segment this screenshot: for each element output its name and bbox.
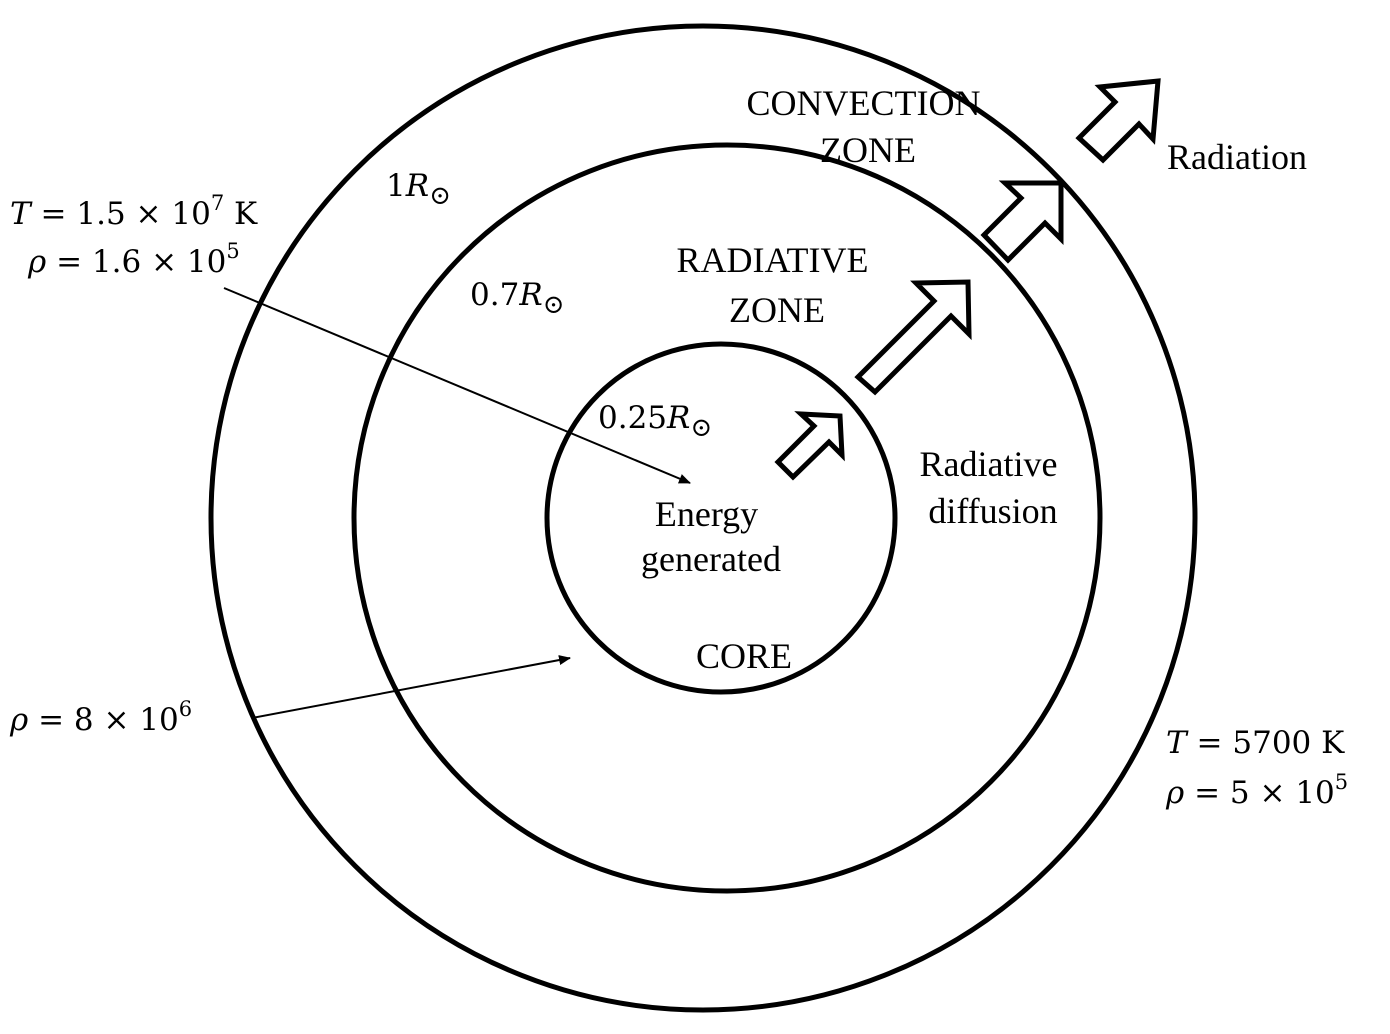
core-label: CORE <box>696 636 792 676</box>
core-temperature-label: T = 1.5 × 107 K <box>10 191 258 232</box>
surface-density-label: ρ = 5 × 105 <box>1165 770 1348 811</box>
convection-zone-label: CONVECTION ZONE <box>747 83 990 170</box>
pointer-core-conditions <box>223 287 691 484</box>
radiative-diffusion-label: Radiative diffusion <box>920 444 1067 531</box>
radius-label-inner: 0.25R⊙ <box>598 400 712 443</box>
pointer-center-density <box>251 655 571 719</box>
flow-arrow-convective <box>980 180 1064 264</box>
radiation-label: Radiation <box>1167 137 1307 177</box>
flow-arrow-core <box>774 411 845 481</box>
energy-generated-label: Energy generated <box>641 494 781 579</box>
flow-arrow-radiative <box>854 279 972 396</box>
radius-label-outer: 1R⊙ <box>386 168 451 211</box>
radiative-zone-label: RADIATIVE ZONE <box>677 240 878 330</box>
outer-ring-surface <box>208 23 1198 1013</box>
core-density-label: ρ = 1.6 × 105 <box>27 239 240 280</box>
flow-arrow-radiation <box>1075 78 1161 164</box>
middle-ring-convection-boundary <box>351 142 1103 894</box>
surface-temperature-label: T = 5700 K <box>1166 725 1345 761</box>
radius-label-middle: 0.7R⊙ <box>470 277 564 320</box>
center-density-label: ρ = 8 × 106 <box>9 697 192 738</box>
inner-ring-core <box>544 341 898 695</box>
